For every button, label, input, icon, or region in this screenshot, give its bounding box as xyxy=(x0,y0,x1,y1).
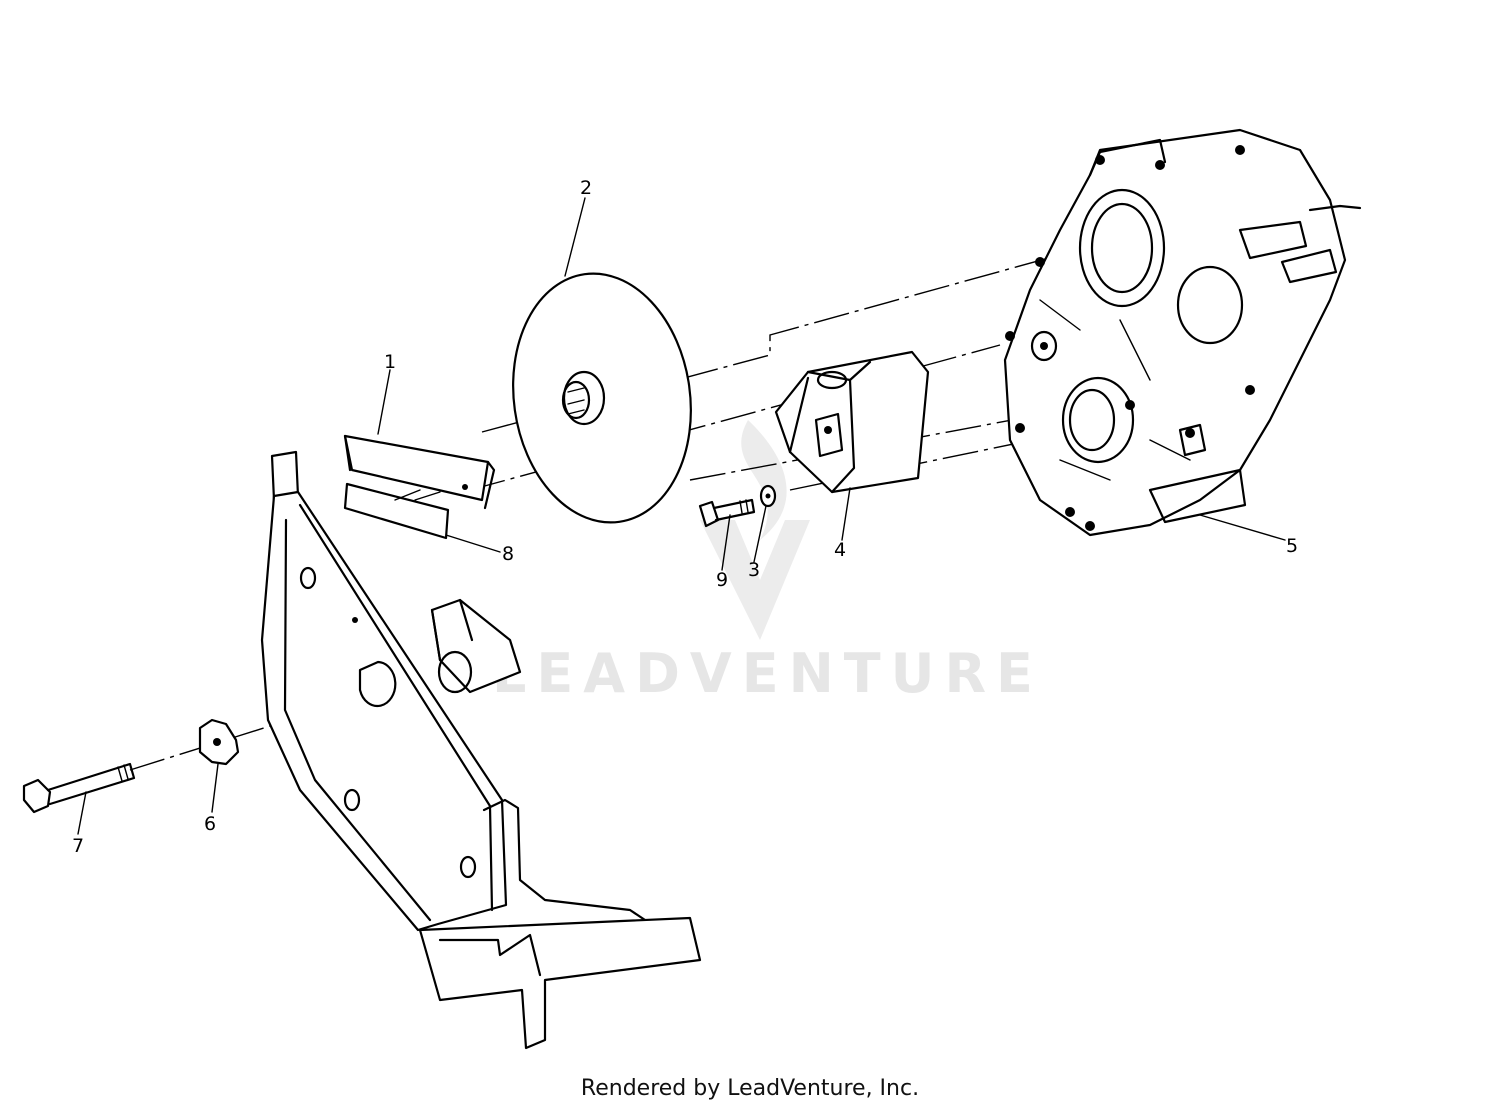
part-1-bracket[interactable] xyxy=(343,434,496,510)
render-credit: Rendered by LeadVenture, Inc. xyxy=(580,1076,920,1101)
callout-3: 3 xyxy=(748,559,760,581)
part-8-plate[interactable] xyxy=(343,482,450,540)
part-3-washer[interactable] xyxy=(759,484,777,508)
part-5-gearcase[interactable] xyxy=(1003,128,1362,537)
callout-6: 6 xyxy=(204,813,216,835)
part-2-disc[interactable] xyxy=(497,262,706,534)
frame-assembly xyxy=(260,450,702,1050)
callout-2: 2 xyxy=(580,177,592,199)
watermark: LEADVENTURE xyxy=(492,420,1043,705)
part-9-bolt[interactable] xyxy=(698,498,756,528)
part-6-star-washer[interactable] xyxy=(198,718,240,766)
callout-4: 4 xyxy=(834,539,846,561)
callouts: 1 2 3 4 5 6 7 8 9 xyxy=(72,177,1298,857)
part-7-long-bolt[interactable] xyxy=(22,762,136,814)
callout-5: 5 xyxy=(1286,535,1298,557)
leader-lines xyxy=(77,197,1286,835)
callout-1: 1 xyxy=(384,351,396,373)
part-4-mount-block[interactable] xyxy=(774,350,930,494)
callout-9: 9 xyxy=(716,569,728,591)
callout-7: 7 xyxy=(72,835,84,857)
callout-8: 8 xyxy=(502,543,514,565)
watermark-text: LEADVENTURE xyxy=(492,642,1043,705)
spacer-sleeve xyxy=(430,598,522,694)
